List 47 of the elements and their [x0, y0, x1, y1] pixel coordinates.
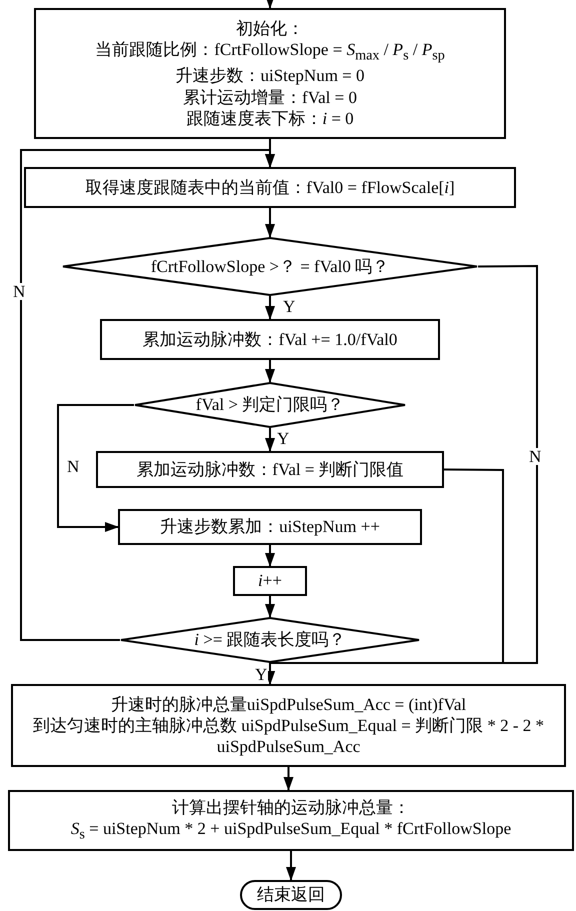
box-text: i++ — [257, 570, 283, 592]
process-box — [96, 451, 444, 488]
box-text: 升速时的脉冲总量uiSpdPulseSum_Acc = (int)fVal — [110, 694, 468, 715]
decision-diamond — [120, 617, 420, 663]
diamond-text: fCrtFollowSlope >？ = fVal0 吗？ — [150, 256, 390, 278]
edge-label: N — [12, 283, 26, 300]
box-text: 累加运动脉冲数：fVal += 1.0/fVal0 — [142, 328, 398, 350]
box-text: 升速步数：uiStepNum = 0 — [174, 65, 366, 87]
process-box — [8, 790, 574, 851]
edge-label: Y — [276, 430, 290, 447]
box-text: 到达匀速时的主轴脉冲总数 uiSpdPulseSum_Equal = 判断门限 * 2 - 2 * uiSpdPulseSum_Acc — [32, 714, 546, 758]
process-box — [11, 684, 566, 767]
edge-label: N — [66, 458, 80, 475]
arrow — [265, 0, 275, 9]
end-terminal — [240, 880, 342, 910]
box-text: 累加运动脉冲数：fVal = 判断门限值 — [135, 458, 405, 480]
arrow — [265, 545, 275, 567]
box-text: 计算出摆针轴的运动脉冲总量： — [171, 796, 411, 818]
process-box — [118, 509, 422, 545]
arrow — [284, 767, 294, 791]
arrow — [265, 360, 275, 383]
terminal-text: 结束返回 — [256, 884, 326, 906]
box-text: 累计运动增量：fVal = 0 — [182, 86, 358, 108]
box-text: 当前跟随比例：fCrtFollowSlope = S$_{max}$ / P$_{s}$ / P$_{sp}$ — [94, 39, 446, 66]
box-text: 取得速度跟随表中的当前值：fVal0 = fFlowScale[i] — [84, 176, 456, 198]
arrow — [20, 149, 275, 641]
decision-diamond — [134, 382, 406, 428]
arrow — [57, 404, 134, 532]
edge-label: Y — [282, 298, 296, 315]
arrow — [265, 428, 275, 452]
process-box — [233, 566, 307, 596]
arrow — [265, 296, 275, 320]
arrow — [265, 596, 275, 618]
edge-label: N — [528, 448, 542, 465]
process-box — [100, 319, 440, 360]
edge-label: Y — [254, 666, 268, 683]
box-text: 初始化： — [235, 18, 305, 40]
diamond-text: fVal > 判定门限吗？ — [194, 394, 346, 416]
process-box — [34, 8, 506, 139]
diamond-text: i >= 跟随表长度吗？ — [193, 629, 347, 651]
box-text: S$_{s}$ = uiStepNum * 2 + uiSpdPulseSum_Equal * fCrtFollowSlope — [70, 818, 512, 844]
process-box — [24, 167, 516, 208]
decision-diamond — [62, 237, 478, 296]
arrow — [265, 208, 275, 238]
box-text: 跟随速度表下标：i = 0 — [185, 108, 355, 130]
box-text: 升速步数累加：uiStepNum ++ — [159, 516, 381, 538]
arrow — [286, 851, 296, 881]
